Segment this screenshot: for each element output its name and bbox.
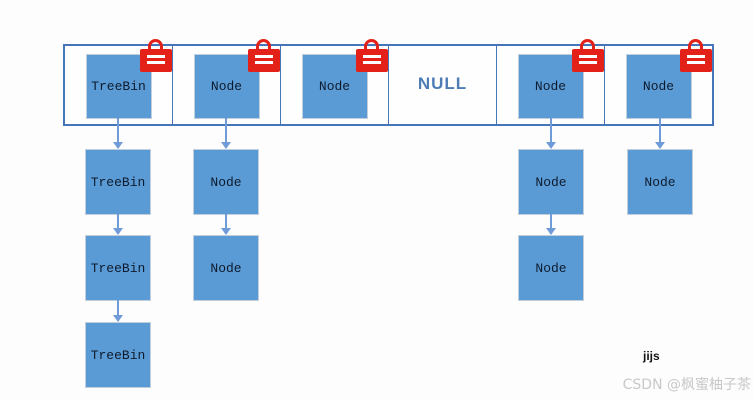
lock-icon bbox=[247, 39, 280, 72]
node-label: TreeBin bbox=[90, 174, 146, 190]
arrow-down-icon bbox=[113, 118, 123, 149]
node-box: Node bbox=[625, 39, 712, 119]
node-box: TreeBin bbox=[85, 39, 172, 119]
node-label: Node bbox=[210, 79, 243, 94]
arrow-down-icon bbox=[546, 214, 556, 235]
node-label: Node bbox=[535, 260, 567, 276]
arrow-down-icon bbox=[655, 118, 665, 149]
node-box: Node bbox=[301, 39, 388, 119]
bucket-cell-5: Node bbox=[604, 39, 712, 124]
chain-box: TreeBin bbox=[85, 322, 151, 388]
node-label: TreeBin bbox=[91, 79, 146, 94]
lock-shackle-icon bbox=[579, 39, 595, 51]
bucket-cell-1: Node bbox=[172, 39, 280, 124]
chain-box: Node bbox=[193, 149, 259, 215]
node-box: Node bbox=[193, 39, 280, 119]
arrow-down-icon bbox=[221, 118, 231, 149]
node-label: Node bbox=[210, 174, 242, 190]
node-label: Node bbox=[642, 79, 675, 94]
lock-icon bbox=[679, 39, 712, 72]
node-label: Node bbox=[210, 260, 242, 276]
node-label: TreeBin bbox=[90, 347, 146, 363]
arrow-down-icon bbox=[113, 300, 123, 322]
bucket-cell-0: TreeBin bbox=[65, 39, 172, 124]
author-label: jijs bbox=[643, 349, 660, 363]
chain-box: Node bbox=[193, 235, 259, 301]
node-label: Node bbox=[535, 174, 567, 190]
chain-box: TreeBin bbox=[85, 235, 151, 301]
arrow-down-icon bbox=[546, 118, 556, 149]
lock-icon bbox=[139, 39, 172, 72]
chain-box: Node bbox=[518, 149, 584, 215]
lock-icon bbox=[355, 39, 388, 72]
bucket-cell-3: NULL bbox=[388, 46, 496, 124]
lock-shackle-icon bbox=[687, 39, 703, 51]
node-label: Node bbox=[534, 79, 567, 94]
null-label: NULL bbox=[417, 74, 468, 93]
lock-shackle-icon bbox=[363, 39, 379, 51]
node-label: TreeBin bbox=[90, 260, 146, 276]
lock-shackle-icon bbox=[255, 39, 271, 51]
node-label: Node bbox=[318, 79, 351, 94]
bucket-cell-2: Node bbox=[280, 39, 388, 124]
watermark: CSDN @枫蜜柚子茶 bbox=[622, 377, 751, 393]
lock-icon bbox=[571, 39, 604, 72]
arrow-down-icon bbox=[113, 214, 123, 235]
node-label: Node bbox=[644, 174, 676, 190]
arrow-down-icon bbox=[221, 214, 231, 235]
bucket-array: TreeBin Node Node NULL Node bbox=[63, 39, 714, 126]
chain-box: TreeBin bbox=[85, 149, 151, 215]
chain-box: Node bbox=[518, 235, 584, 301]
lock-shackle-icon bbox=[147, 39, 163, 51]
bucket-cell-4: Node bbox=[496, 39, 604, 124]
node-box: Node bbox=[517, 39, 604, 119]
chain-box: Node bbox=[627, 149, 693, 215]
